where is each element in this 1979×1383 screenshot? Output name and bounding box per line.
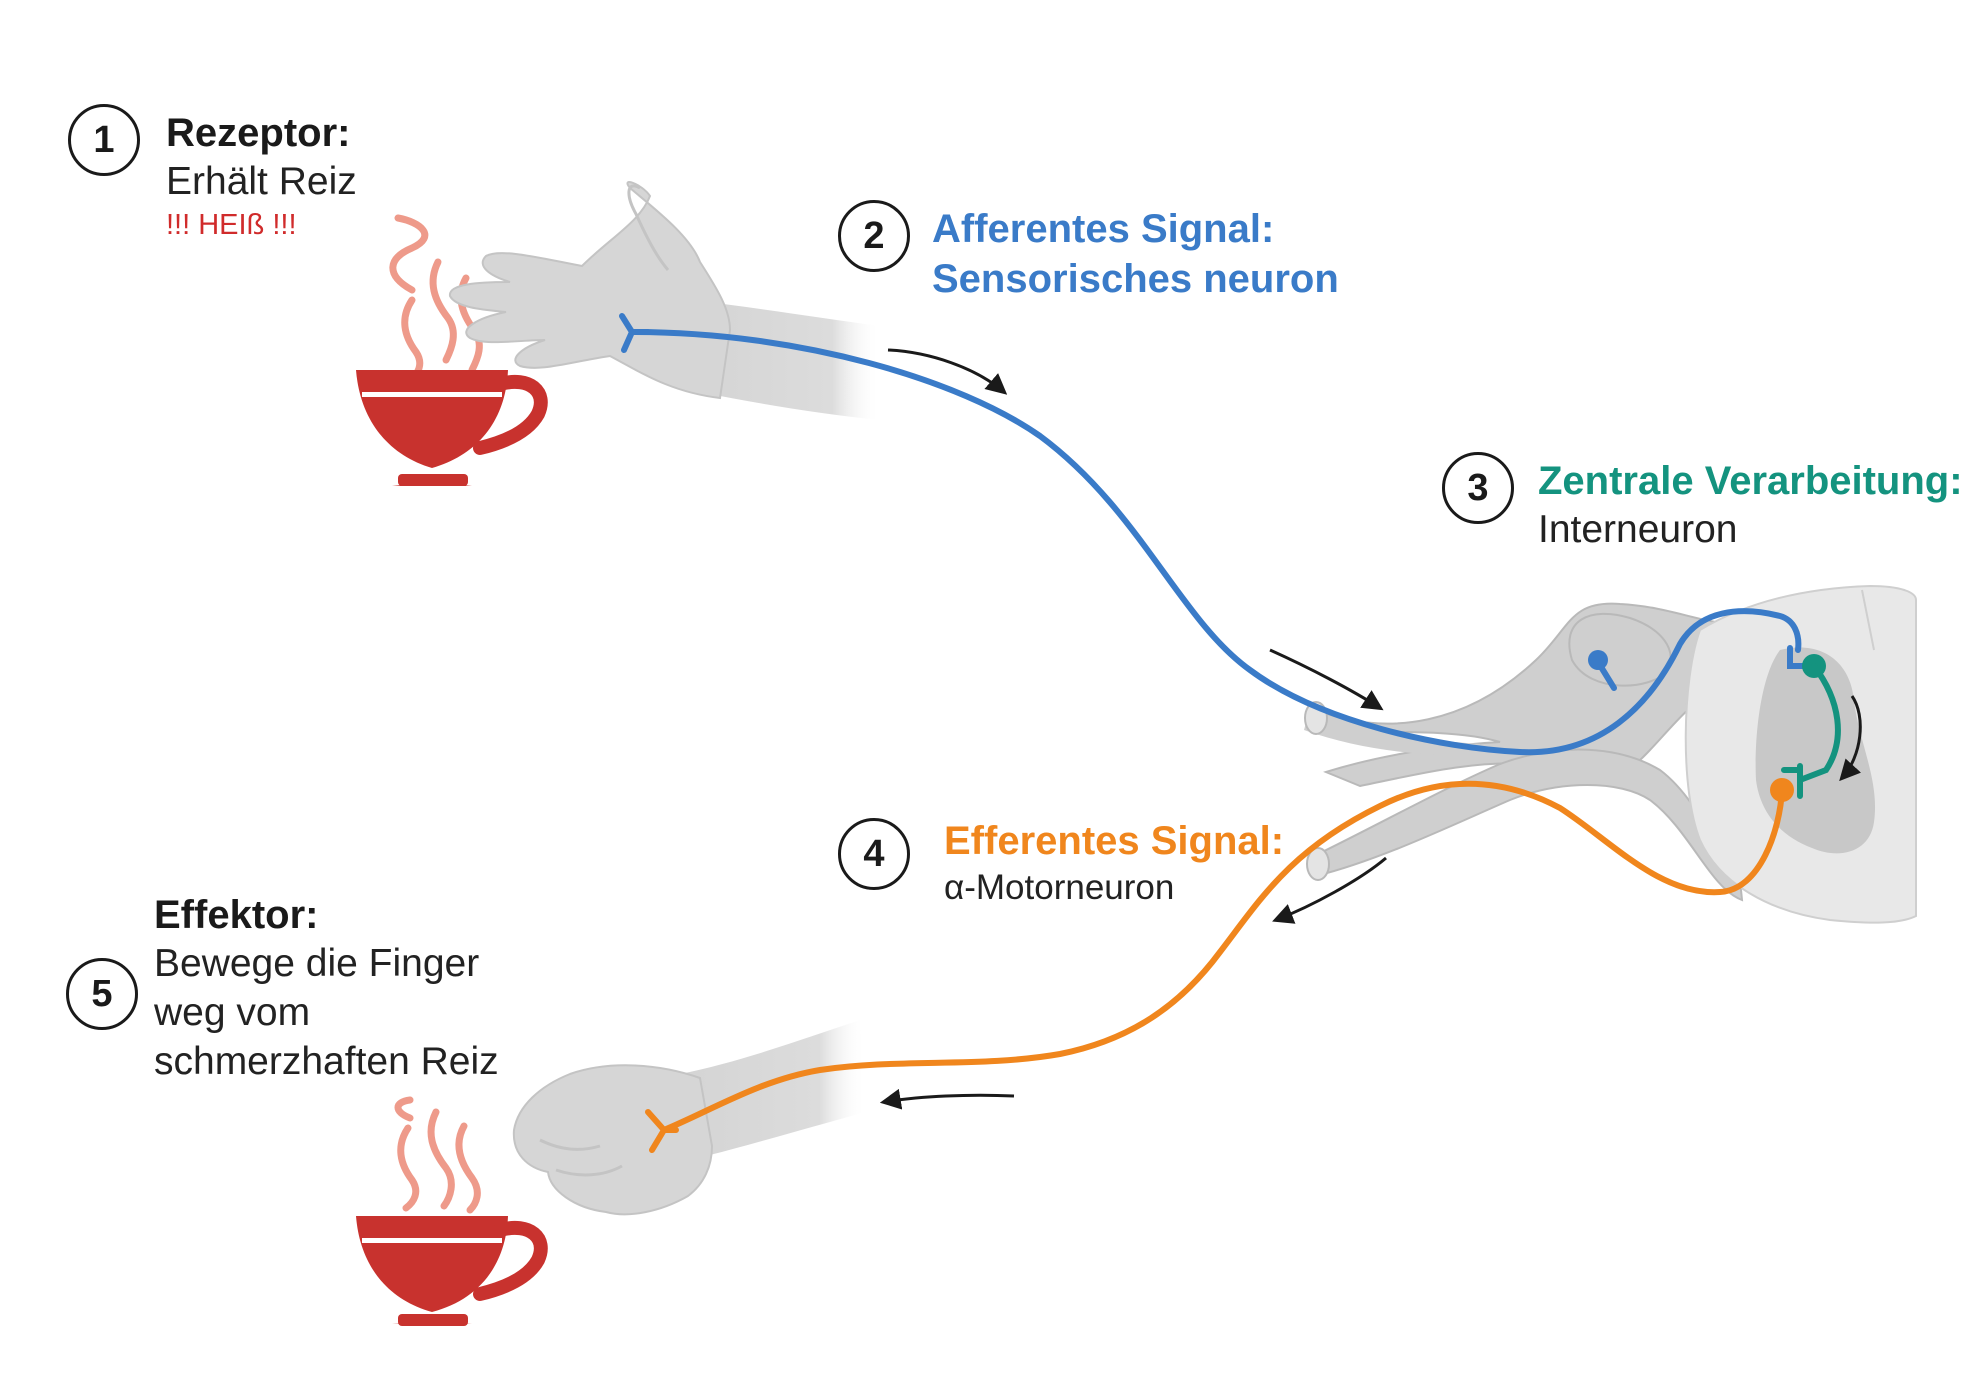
median-fissure (1861, 589, 1875, 651)
step-number-badge: 4 (838, 818, 910, 890)
afferent-dendrite-ending (619, 313, 651, 353)
afferent-neuron (619, 313, 1811, 756)
step-description: α-Motorneuron (944, 868, 1175, 907)
cup-body (356, 370, 508, 486)
step-description: Interneuron (1538, 508, 1738, 551)
fist (512, 1064, 714, 1216)
step-title: Efferentes Signal: (944, 819, 1285, 863)
palm (449, 181, 732, 400)
steam-icon (394, 1096, 481, 1214)
step-description: schmerzhaften Reiz (154, 1039, 499, 1083)
cup-handle (473, 375, 548, 455)
forearm (690, 300, 880, 420)
step-title: Rezeptor: (166, 111, 351, 155)
efferent-neuron (645, 780, 1785, 1153)
step-1-label: Rezeptor: Erhält Reiz !!! HEIß !!! (166, 108, 357, 243)
cup-body (356, 1216, 508, 1324)
cup-handle (473, 1221, 548, 1301)
interneuron-axon (1797, 663, 1841, 783)
direction-arrow-icon (879, 348, 1862, 1110)
step-number-badge: 5 (66, 958, 138, 1030)
step-number-badge: 2 (838, 200, 910, 272)
step-description: Bewege die Finger (154, 942, 480, 985)
afferent-soma (1588, 650, 1608, 670)
step-5-label: Effektor: Bewege die Finger weg vom schm… (154, 890, 499, 1086)
cup-saucer (398, 474, 468, 486)
ventral-root (1308, 748, 1744, 902)
step-4-label: Efferentes Signal: α-Motorneuron (944, 816, 1284, 910)
spinal-cord-icon (1308, 584, 1917, 924)
step-number-badge: 3 (1442, 452, 1514, 524)
hot-cup-icon (356, 1096, 548, 1326)
efferent-axon (661, 780, 1785, 1133)
step-number-badge: 1 (68, 104, 140, 176)
step-description: Erhält Reiz (166, 160, 357, 203)
warning-text: !!! HEIß !!! (166, 208, 297, 241)
step-description: Sensorisches neuron (932, 257, 1339, 301)
step-title: Zentrale Verarbeitung: (1538, 459, 1963, 503)
knuckle-line (539, 1138, 623, 1177)
step-title: Afferentes Signal: (932, 207, 1275, 251)
step-3-label: Zentrale Verarbeitung: Interneuron (1538, 456, 1963, 555)
efferent-soma (1770, 778, 1794, 802)
step-description: weg vom (154, 990, 311, 1034)
step-title: Effektor: (154, 893, 319, 937)
open-hand-icon (449, 181, 880, 420)
closed-hand-icon (512, 1020, 866, 1216)
cup-stripe (362, 1238, 502, 1243)
interneuron-synapse (1781, 763, 1803, 799)
efferent-motor-endplate (645, 1109, 679, 1153)
cup-stripe (362, 392, 502, 397)
forearm (680, 1020, 866, 1160)
grey-matter (1755, 647, 1876, 854)
interneuron (1781, 654, 1841, 799)
step-2-label: Afferentes Signal: Sensorisches neuron (932, 204, 1339, 304)
thumb (627, 184, 670, 271)
cup-saucer (398, 1314, 468, 1326)
afferent-axon (629, 329, 1802, 756)
